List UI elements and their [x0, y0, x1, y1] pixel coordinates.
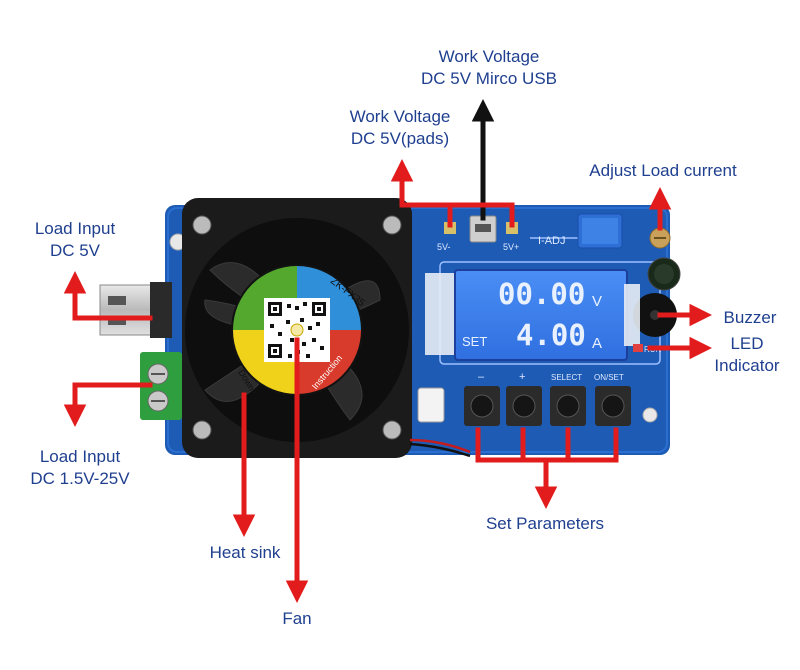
- button-select: SELECT: [550, 373, 586, 426]
- label-work-voltage-usb: Work Voltage DC 5V Mirco USB: [404, 46, 574, 90]
- label-work-voltage-pads-line2: DC 5V(pads): [350, 129, 450, 148]
- label-adjust-load-current-line1: Adjust Load current: [589, 161, 737, 180]
- current-unit: A: [592, 335, 602, 352]
- label-led-indicator-line2: Indicator: [714, 356, 780, 375]
- label-led-indicator-line1: LED: [730, 334, 764, 353]
- button-select-label: SELECT: [551, 373, 582, 382]
- label-work-voltage-usb-line1: Work Voltage: [438, 47, 540, 66]
- adj-label: I-ADJ: [538, 235, 566, 247]
- usb-plug: [99, 282, 172, 338]
- buttons: – + SELECT ON/SET: [464, 371, 631, 426]
- voltage-readout: 00.00: [498, 277, 585, 311]
- label-load-input-terminal-line2: DC 1.5V-25V: [30, 469, 130, 488]
- label-work-voltage-pads: Work Voltage DC 5V(pads): [330, 106, 470, 150]
- button-plus: +: [506, 371, 542, 426]
- label-buzzer: Buzzer: [710, 307, 790, 329]
- label-fan: Fan: [270, 608, 324, 630]
- label-set-parameters: Set Parameters: [470, 513, 620, 535]
- fan: ZK-FX35 Download Instruction: [182, 198, 471, 458]
- capacitor: [647, 257, 681, 291]
- qr-sticker: [233, 266, 361, 394]
- label-load-input-terminal-line1: Load Input: [39, 447, 121, 466]
- label-work-voltage-usb-line2: DC 5V Mirco USB: [420, 69, 558, 88]
- label-adjust-load-current: Adjust Load current: [568, 160, 758, 182]
- label-work-voltage-pads-line1: Work Voltage: [349, 107, 451, 126]
- mode-label: SET: [462, 334, 487, 349]
- voltage-unit: V: [592, 293, 602, 310]
- lcd-display: 00.00 V 4.00 A SET: [425, 269, 640, 361]
- bracket-pads: [447, 202, 515, 228]
- label-heat-sink: Heat sink: [195, 542, 295, 564]
- label-load-input-usb-line1: Load Input: [34, 219, 116, 238]
- label-heat-sink-line1: Heat sink: [209, 543, 281, 562]
- button-minus-label: –: [478, 371, 485, 383]
- label-set-parameters-line1: Set Parameters: [485, 514, 605, 533]
- button-onset-label: ON/SET: [594, 373, 624, 382]
- button-onset: ON/SET: [594, 373, 631, 426]
- label-buzzer-line1: Buzzer: [723, 308, 777, 327]
- button-plus-label: +: [519, 371, 525, 383]
- pad-minus-label: 5V-: [437, 242, 451, 252]
- potentiometer: [577, 213, 671, 249]
- fan-connector: [417, 387, 445, 423]
- button-minus: –: [464, 371, 500, 426]
- label-led-indicator: LED Indicator: [702, 333, 792, 377]
- pad-plus-label: 5V+: [503, 242, 519, 252]
- label-load-input-terminal: Load Input DC 1.5V-25V: [10, 446, 150, 490]
- label-load-input-usb-line2: DC 5V: [49, 241, 101, 260]
- current-readout: 4.00: [516, 318, 586, 352]
- power-pads: 5V- 5V+ I-ADJ: [437, 215, 566, 252]
- label-fan-line1: Fan: [282, 609, 312, 628]
- label-load-input-usb: Load Input DC 5V: [20, 218, 130, 262]
- terminal-block: [140, 352, 182, 420]
